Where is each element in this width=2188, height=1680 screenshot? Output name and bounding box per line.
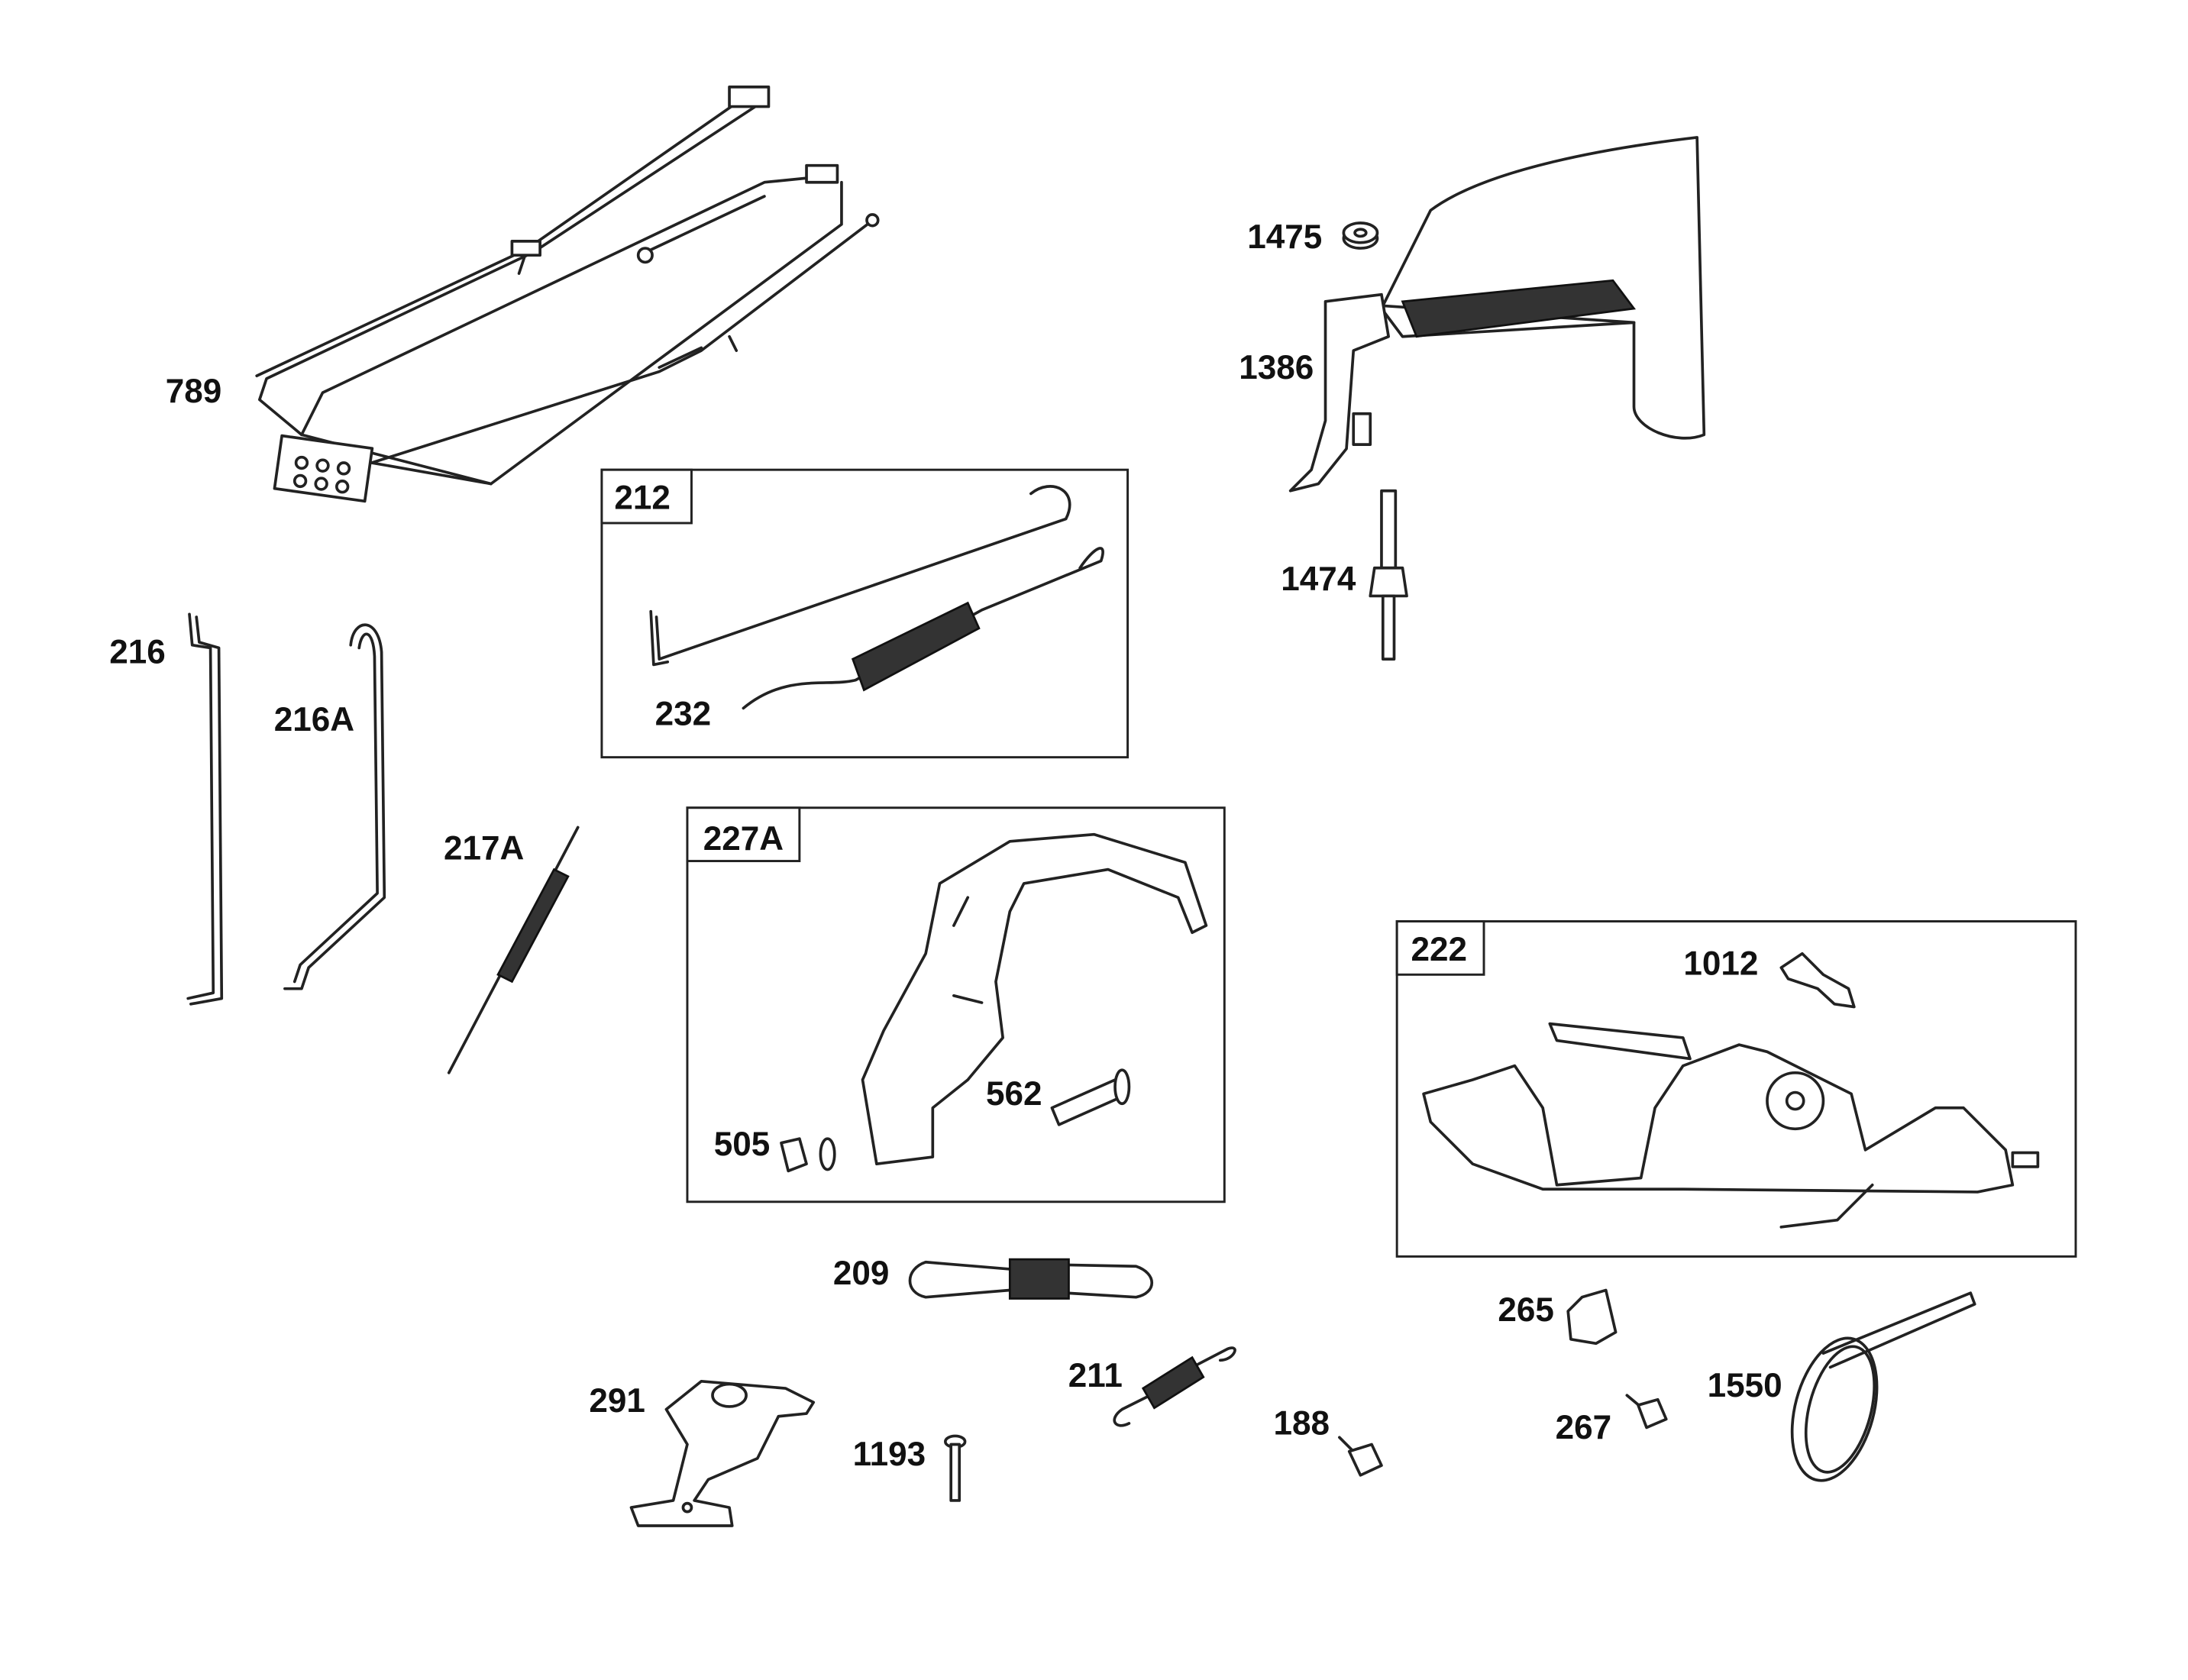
label-216: 216 — [109, 634, 166, 671]
group-222-box — [1395, 920, 2077, 1258]
spring-coil — [851, 601, 981, 692]
label-227A: 227A — [703, 820, 784, 858]
part-209-spring — [908, 1258, 1154, 1300]
label-1012: 1012 — [1683, 945, 1758, 982]
part-265-clip — [1566, 1288, 1618, 1346]
label-291: 291 — [589, 1382, 645, 1420]
label-1193: 1193 — [853, 1436, 926, 1473]
part-562-pin — [1050, 1068, 1131, 1126]
part-1193-bolt — [944, 1434, 967, 1502]
label-211: 211 — [1068, 1357, 1123, 1394]
group-227A-box — [686, 806, 1226, 1203]
part-211-spring — [1113, 1346, 1236, 1427]
part-1474-shaft — [1369, 489, 1408, 661]
label-1475: 1475 — [1247, 218, 1322, 256]
label-789: 789 — [166, 373, 222, 410]
label-1474: 1474 — [1281, 561, 1356, 598]
label-1550: 1550 — [1708, 1367, 1782, 1404]
part-216A-rod — [283, 623, 386, 990]
part-505-nut — [780, 1137, 836, 1173]
part-1012-clip — [1779, 951, 1856, 1009]
part-216-rod — [186, 612, 224, 1006]
part-1550-wire — [1790, 1291, 1976, 1482]
part-1386-air-vane — [1288, 136, 1706, 493]
label-505: 505 — [714, 1126, 771, 1163]
part-267-screw — [1625, 1394, 1668, 1430]
label-222: 222 — [1411, 931, 1467, 968]
label-232: 232 — [655, 695, 712, 732]
label-1386: 1386 — [1239, 349, 1314, 386]
part-188-screw — [1338, 1436, 1383, 1477]
label-216A: 216A — [274, 701, 354, 738]
part-217A-spring — [447, 825, 580, 1074]
part-789-wiring-harness — [255, 86, 880, 503]
group-212-box — [600, 468, 1130, 759]
label-209: 209 — [833, 1255, 890, 1292]
part-291-lever — [629, 1380, 816, 1527]
label-217A: 217A — [444, 830, 524, 867]
part-1475-nut — [1342, 221, 1379, 250]
label-188: 188 — [1274, 1405, 1330, 1443]
label-562: 562 — [986, 1075, 1042, 1113]
label-267: 267 — [1556, 1409, 1612, 1446]
label-265: 265 — [1498, 1291, 1554, 1329]
label-212: 212 — [614, 480, 671, 517]
